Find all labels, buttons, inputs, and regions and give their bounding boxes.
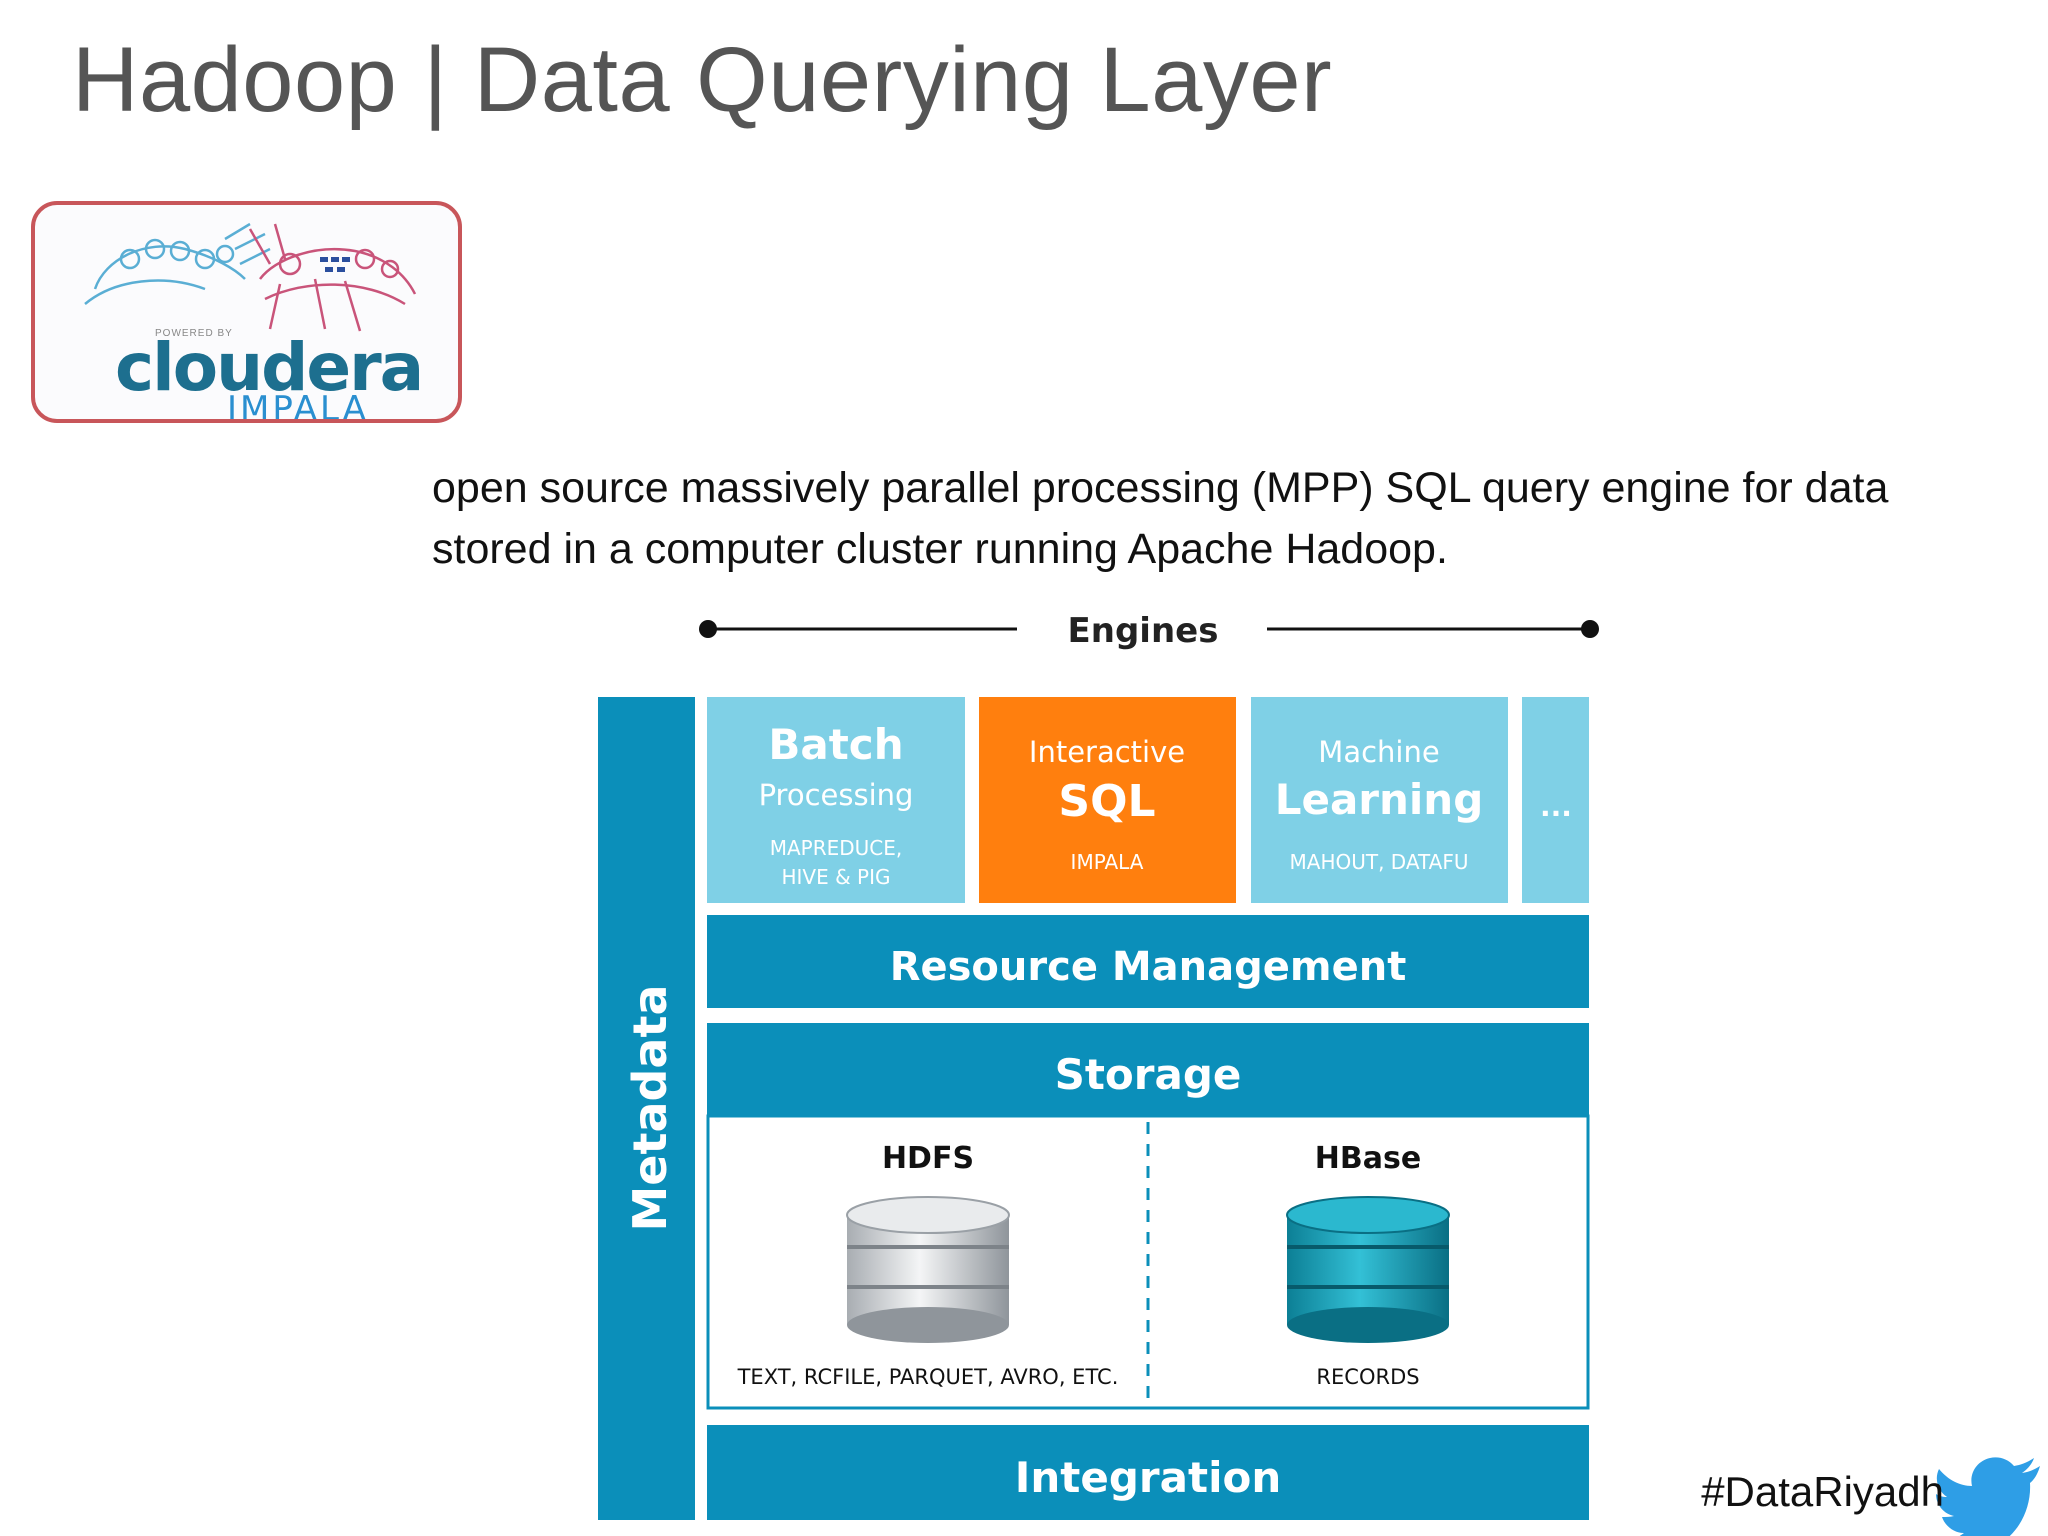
resource-management-bar bbox=[707, 915, 1589, 1008]
resource-management-label: Resource Management bbox=[890, 944, 1407, 990]
engine-ml-sub1: MAHOUT, DATAFU bbox=[1290, 850, 1469, 874]
hbase-database-icon bbox=[1286, 1196, 1450, 1343]
engines-label: Engines bbox=[1068, 611, 1219, 651]
engine-ml: Machine Learning MAHOUT, DATAFU bbox=[1251, 697, 1508, 903]
engine-batch-sub2: HIVE & PIG bbox=[781, 865, 890, 889]
engine-batch: Batch Processing MAPREDUCE, HIVE & PIG bbox=[707, 697, 965, 903]
hdfs-database-icon bbox=[846, 1196, 1010, 1343]
hdfs-section: HDFS TEXT, RCFILE, PARQUET, AVRO, ETC. bbox=[737, 1141, 1119, 1389]
integration-bar bbox=[707, 1425, 1589, 1520]
engines-header: Engines bbox=[699, 611, 1599, 651]
integration-label: Integration bbox=[1015, 1453, 1281, 1502]
storage-label: Storage bbox=[1055, 1050, 1242, 1099]
engine-sql: Interactive SQL IMPALA bbox=[979, 697, 1236, 903]
hdfs-caption: TEXT, RCFILE, PARQUET, AVRO, ETC. bbox=[737, 1365, 1119, 1389]
logo-graphic bbox=[84, 222, 417, 332]
engine-batch-line2: Processing bbox=[759, 778, 914, 812]
logo-powered-by: POWERED BY bbox=[155, 328, 233, 339]
hbase-caption: RECORDS bbox=[1316, 1365, 1419, 1389]
engine-sql-line1: Interactive bbox=[1029, 735, 1185, 769]
engine-sql-line2: SQL bbox=[1058, 776, 1155, 827]
slide-title: Hadoop | Data Querying Layer bbox=[72, 29, 1333, 131]
engine-batch-line1: Batch bbox=[768, 720, 903, 769]
impala-description: open source massively parallel processin… bbox=[432, 464, 1889, 573]
logo-wordmark: cloudera bbox=[115, 329, 424, 406]
hdfs-title: HDFS bbox=[882, 1141, 974, 1176]
twitter-bird-icon bbox=[1936, 1457, 2040, 1536]
engine-ml-line1: Machine bbox=[1318, 735, 1439, 769]
cloudera-impala-logo: POWERED BY cloudera IMPALA bbox=[31, 201, 462, 423]
hbase-title: HBase bbox=[1315, 1141, 1421, 1176]
engine-sql-sub1: IMPALA bbox=[1071, 850, 1144, 874]
hbase-section: HBase RECORDS bbox=[1286, 1141, 1450, 1389]
metadata-column bbox=[598, 697, 695, 1520]
engine-batch-sub1: MAPREDUCE, bbox=[770, 836, 903, 860]
engines-line-right-dot bbox=[1581, 620, 1599, 638]
engine-more: ... bbox=[1522, 697, 1589, 903]
engine-more-label: ... bbox=[1540, 790, 1572, 823]
engine-ml-line2: Learning bbox=[1275, 775, 1484, 824]
hashtag-handle: #DataRiyadh bbox=[1701, 1468, 1944, 1515]
storage-bar bbox=[707, 1023, 1589, 1116]
metadata-label: Metadata bbox=[623, 984, 677, 1231]
logo-product: IMPALA bbox=[227, 389, 369, 423]
